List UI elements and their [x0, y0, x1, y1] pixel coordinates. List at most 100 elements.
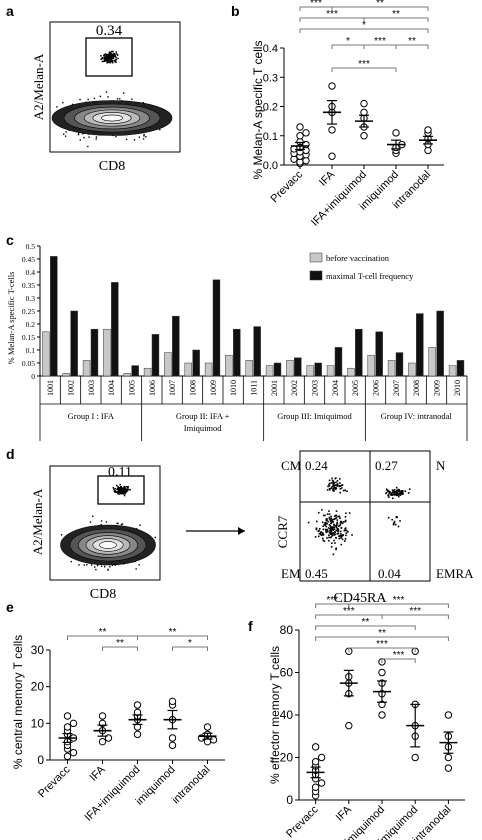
- event-dot: [340, 487, 343, 489]
- event-dot: [397, 488, 400, 491]
- event-dot: [327, 527, 330, 529]
- event-dot: [96, 564, 99, 567]
- event-dot: [331, 486, 333, 488]
- quadrant-plot-d: CM 0.24 0.27 N EM 0.45 0.04 EMRA CCR7 CD…: [275, 450, 474, 606]
- flow-xlabel-a: CD8: [99, 159, 125, 174]
- event-dot: [142, 138, 145, 140]
- event-dot: [336, 533, 339, 535]
- event-dot: [340, 534, 343, 537]
- event-dot: [105, 91, 108, 93]
- quad-bl-name: EM: [281, 566, 301, 581]
- y-tick-label: 0.4: [263, 43, 278, 55]
- gated-event-dot: [127, 486, 129, 488]
- bar-maximal-frequency: [172, 315, 180, 377]
- gated-event-dot: [127, 486, 129, 489]
- event-dot: [109, 565, 111, 568]
- data-point: [317, 753, 326, 762]
- event-dot: [344, 520, 347, 523]
- flow-xlabel-d: CD8: [90, 587, 116, 602]
- gated-event-dot: [105, 60, 107, 62]
- event-dot: [119, 98, 121, 100]
- x-tick-label: IFA+imiquimod: [327, 804, 387, 840]
- bar-maximal-frequency: [436, 310, 444, 377]
- significance-label: **: [378, 628, 386, 639]
- y-tick-label: 80: [280, 623, 294, 637]
- event-dot: [138, 564, 140, 566]
- event-dot: [332, 521, 335, 523]
- event-dot: [399, 494, 402, 496]
- flow-plot-a: 0.34 A2/Melan-A CD8: [31, 21, 181, 174]
- event-dot: [331, 533, 334, 535]
- gated-event-dot: [109, 55, 111, 57]
- event-dot: [331, 527, 334, 530]
- event-dot: [341, 522, 344, 525]
- event-dot: [344, 529, 347, 532]
- data-point: [168, 697, 177, 706]
- bar-before-vaccination: [184, 362, 192, 377]
- gated-event-dot: [107, 61, 109, 64]
- panel-letter-e: e: [6, 599, 14, 615]
- event-dot: [331, 542, 333, 545]
- event-dot: [336, 484, 339, 486]
- y-tick-label: 10: [31, 716, 45, 730]
- gated-event-dot: [119, 488, 122, 491]
- gated-event-dot: [113, 59, 115, 62]
- event-dot: [335, 527, 338, 529]
- significance-bracket: [299, 28, 429, 33]
- event-dot: [336, 479, 339, 482]
- event-dot: [325, 521, 327, 524]
- gated-event-dot: [108, 57, 110, 59]
- gated-event-dot: [123, 485, 126, 488]
- event-dot: [334, 517, 336, 520]
- event-dot: [83, 136, 85, 139]
- event-dot: [332, 489, 334, 492]
- event-dot: [159, 128, 161, 131]
- gated-event-dot: [125, 486, 128, 488]
- gated-event-dot: [111, 60, 114, 63]
- event-dot: [336, 485, 339, 487]
- significance-bracket: [381, 658, 416, 663]
- x-tick-label: 1007: [168, 380, 177, 396]
- gated-event-dot: [125, 490, 128, 493]
- event-dot: [397, 494, 400, 496]
- event-dot: [135, 568, 137, 570]
- event-dot: [387, 516, 390, 519]
- event-dot: [328, 516, 331, 519]
- event-dot: [398, 490, 401, 492]
- event-dot: [322, 525, 325, 527]
- event-dot: [131, 98, 133, 100]
- bar-before-vaccination: [408, 362, 416, 377]
- bar-maximal-frequency: [314, 362, 322, 377]
- event-dot: [344, 537, 347, 540]
- gated-event-dot: [113, 52, 116, 55]
- event-dot: [107, 96, 109, 98]
- event-dot: [336, 521, 338, 524]
- gated-event-dot: [114, 54, 116, 57]
- event-dot: [393, 522, 396, 524]
- event-dot: [332, 485, 334, 488]
- event-dot: [333, 532, 336, 535]
- event-dot: [317, 535, 320, 538]
- panel-letter-c: c: [6, 232, 14, 248]
- event-dot: [393, 493, 395, 495]
- flow-events-d: [60, 483, 156, 571]
- bar-maximal-frequency: [111, 282, 119, 377]
- event-dot: [396, 489, 398, 492]
- event-dot: [337, 525, 340, 528]
- panel-letter-d: d: [6, 446, 15, 462]
- group-label: Group I : IFA: [68, 411, 115, 421]
- gated-event-dot: [121, 491, 124, 493]
- quad-frame: [299, 450, 431, 582]
- gated-event-dot: [114, 54, 116, 56]
- event-dot: [327, 539, 330, 542]
- gated-event-dot: [101, 60, 104, 63]
- event-dot: [87, 145, 89, 148]
- event-dot: [337, 529, 340, 531]
- gated-event-dot: [119, 490, 121, 493]
- x-tick-label: IFA+imiquimod: [309, 169, 369, 229]
- y-tick-label: 0: [286, 793, 293, 807]
- significance-label: **: [169, 627, 177, 638]
- bar-maximal-frequency: [294, 357, 302, 377]
- gated-event-dot: [107, 56, 109, 59]
- event-dot: [336, 522, 339, 525]
